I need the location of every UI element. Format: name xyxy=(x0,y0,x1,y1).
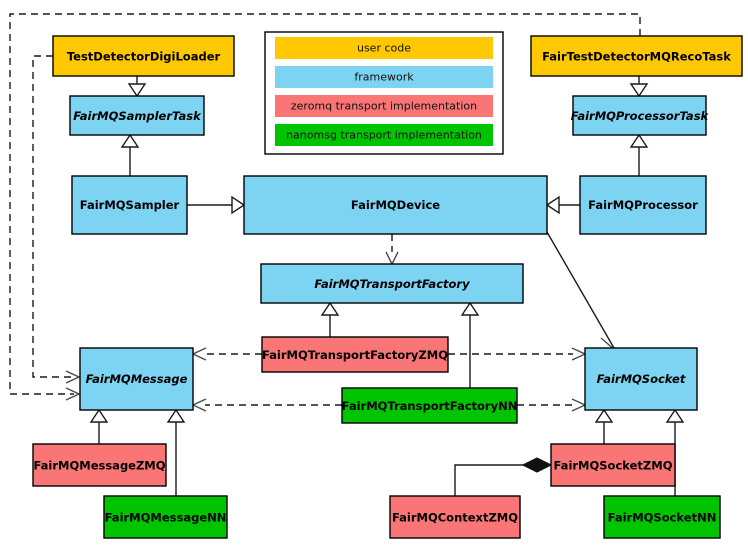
legend-item-nanomsg: nanomsg transport implementation xyxy=(275,124,493,146)
class-label-FairMQMessage: FairMQMessage xyxy=(86,372,188,386)
class-label-FairMQTransportFactory: FairMQTransportFactory xyxy=(314,277,470,291)
class-label-FairMQMessageNN: FairMQMessageNN xyxy=(105,511,227,525)
class-node-FairMQProcessorTask[interactable]: FairMQProcessorTask xyxy=(571,95,710,136)
dependency-device-transportfactory xyxy=(385,234,399,266)
association-sampler-samplertask xyxy=(120,133,140,176)
class-label-FairMQTransportFactoryZMQ: FairMQTransportFactoryZMQ xyxy=(262,348,448,362)
dependency-route-inner xyxy=(32,55,74,378)
generalization-messagenn-message xyxy=(166,408,186,496)
dependency-transportfactorynn-message xyxy=(191,398,342,412)
class-node-FairMQMessage[interactable]: FairMQMessage xyxy=(79,347,194,411)
legend-label-framework: framework xyxy=(354,71,414,84)
class-label-FairMQTransportFactoryNN: FairMQTransportFactoryNN xyxy=(342,399,518,413)
class-node-FairMQSamplerTask[interactable]: FairMQSamplerTask xyxy=(69,95,205,136)
routed-dependency-frame xyxy=(9,13,641,401)
legend-swatch-zeromq xyxy=(275,95,493,117)
dependency-route-outer-arrowhead xyxy=(65,387,81,401)
dependency-transportfactoryzmq-socket xyxy=(448,347,587,361)
class-node-FairMQSocketNN[interactable]: FairMQSocketNN xyxy=(603,495,721,539)
class-node-FairMQTransportFactoryNN[interactable]: FairMQTransportFactoryNN xyxy=(341,387,518,424)
legend-swatch-nanomsg xyxy=(275,124,493,146)
class-node-FairMQContextZMQ[interactable]: FairMQContextZMQ xyxy=(389,495,521,539)
class-label-FairMQSampler: FairMQSampler xyxy=(80,198,180,212)
class-label-FairMQSocketNN: FairMQSocketNN xyxy=(608,511,717,525)
association-processor-processortask xyxy=(629,133,649,176)
legend-item-user-code: user code xyxy=(275,37,493,59)
class-node-FairMQSocket[interactable]: FairMQSocket xyxy=(584,347,698,411)
class-label-FairMQProcessor: FairMQProcessor xyxy=(588,198,698,212)
class-label-TestDetectorDigiLoader: TestDetectorDigiLoader xyxy=(67,50,221,64)
generalization-processor-device xyxy=(545,195,580,215)
legend-label-user-code: user code xyxy=(357,42,411,55)
class-boxes: TestDetectorDigiLoader FairMQSamplerTask… xyxy=(32,35,743,539)
class-node-FairMQSocketZMQ[interactable]: FairMQSocketZMQ xyxy=(550,443,676,487)
dependency-transportfactorynn-socket xyxy=(517,398,587,412)
class-label-FairMQMessageZMQ: FairMQMessageZMQ xyxy=(33,459,165,473)
legend: user code framework zeromq transport imp… xyxy=(264,31,504,155)
class-label-FairMQSocketZMQ: FairMQSocketZMQ xyxy=(554,459,673,473)
class-node-FairMQMessageNN[interactable]: FairMQMessageNN xyxy=(103,495,228,539)
legend-swatch-framework xyxy=(275,66,493,88)
generalization-digiloader-samplertask xyxy=(127,76,147,98)
class-label-FairMQContextZMQ: FairMQContextZMQ xyxy=(392,511,518,525)
class-node-FairTestDetectorMQRecoTask[interactable]: FairTestDetectorMQRecoTask xyxy=(530,35,743,77)
class-label-FairMQSamplerTask: FairMQSamplerTask xyxy=(73,109,202,123)
legend-item-zeromq: zeromq transport implementation xyxy=(275,95,493,117)
generalization-recotask-processortask xyxy=(629,76,649,98)
class-label-FairMQProcessorTask: FairMQProcessorTask xyxy=(571,109,710,123)
generalization-transportfactorynn-transportfactory xyxy=(460,301,480,388)
class-node-FairMQDevice[interactable]: FairMQDevice xyxy=(243,175,548,235)
legend-item-framework: framework xyxy=(275,66,493,88)
legend-label-nanomsg: nanomsg transport implementation xyxy=(286,129,482,142)
generalization-socketzmq-socket xyxy=(594,408,614,444)
class-node-FairMQTransportFactory[interactable]: FairMQTransportFactory xyxy=(260,263,524,304)
class-label-FairMQDevice: FairMQDevice xyxy=(351,198,440,212)
class-node-FairMQMessageZMQ[interactable]: FairMQMessageZMQ xyxy=(32,443,167,487)
generalization-messagezmq-message xyxy=(89,408,109,444)
class-label-FairMQSocket: FairMQSocket xyxy=(597,372,686,386)
class-node-TestDetectorDigiLoader[interactable]: TestDetectorDigiLoader xyxy=(52,35,235,77)
legend-label-zeromq: zeromq transport implementation xyxy=(291,100,477,113)
composition-contextzmq-socketzmq xyxy=(454,457,553,496)
class-node-FairMQProcessor[interactable]: FairMQProcessor xyxy=(579,175,707,235)
generalization-sampler-device xyxy=(187,195,246,215)
association-device-socket xyxy=(546,231,618,353)
class-node-FairMQTransportFactoryZMQ[interactable]: FairMQTransportFactoryZMQ xyxy=(261,336,449,373)
class-node-FairMQSampler[interactable]: FairMQSampler xyxy=(71,175,188,235)
dependency-transportfactoryzmq-message xyxy=(191,347,262,361)
dependency-route-inner-arrowhead xyxy=(65,370,81,384)
legend-swatch-user-code xyxy=(275,37,493,59)
generalization-transportfactoryzmq-transportfactory xyxy=(320,301,340,337)
dependency-route-outer xyxy=(9,13,641,395)
class-label-FairTestDetectorMQRecoTask: FairTestDetectorMQRecoTask xyxy=(542,50,731,64)
